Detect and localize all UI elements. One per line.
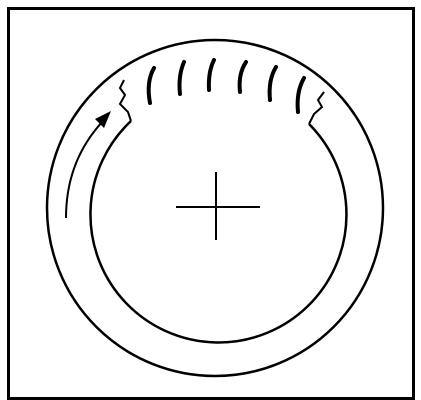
inner-circle: [90, 121, 346, 342]
tick-6: [298, 78, 304, 112]
tick-3: [209, 60, 214, 90]
radial-tick-marks: [149, 60, 304, 112]
curved-arrow-head: [95, 111, 111, 128]
tick-1: [149, 68, 154, 103]
inner-top-arc: [136, 91, 303, 113]
tick-2: [180, 62, 185, 94]
left-crack-mark: [120, 80, 131, 121]
tick-4: [240, 62, 246, 92]
right-crack-mark: [309, 92, 324, 124]
center-crosshair: [176, 172, 260, 240]
tick-5: [270, 67, 276, 100]
